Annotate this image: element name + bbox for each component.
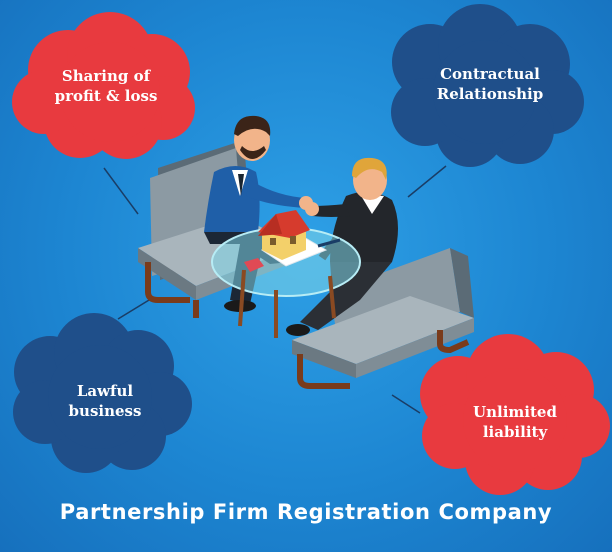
connector-unlimited bbox=[391, 394, 421, 414]
cloud-profit bbox=[12, 12, 195, 159]
footer-title: Partnership Firm Registration Company bbox=[59, 500, 553, 524]
connector-contract bbox=[407, 165, 447, 198]
cloud-unlimited-line1: Unlimited bbox=[473, 403, 557, 421]
cloud-unlimited-line2: liability bbox=[482, 423, 548, 441]
cloud-label-contract: Contractual Relationship bbox=[420, 64, 560, 104]
house-model bbox=[258, 210, 310, 260]
cloud-unlimited bbox=[420, 334, 610, 495]
connector-lawful bbox=[117, 296, 155, 320]
cloud-contract bbox=[391, 4, 584, 167]
cloud-lawful bbox=[13, 313, 192, 473]
cloud-contract-line1: Contractual bbox=[440, 65, 540, 83]
connector-profit bbox=[103, 167, 139, 215]
cloud-lawful-line1: Lawful bbox=[76, 382, 134, 400]
cloud-profit-line1: Sharing of bbox=[61, 67, 151, 85]
cloud-lawful-line2: business bbox=[68, 402, 142, 420]
cloud-profit-line2: profit & loss bbox=[54, 87, 158, 105]
cloud-label-profit: Sharing of profit & loss bbox=[36, 66, 176, 106]
right-sofa bbox=[292, 248, 474, 389]
cloud-label-unlimited: Unlimited liability bbox=[445, 402, 585, 442]
cloud-label-lawful: Lawful business bbox=[35, 381, 175, 421]
cloud-contract-line2: Relationship bbox=[436, 85, 544, 103]
